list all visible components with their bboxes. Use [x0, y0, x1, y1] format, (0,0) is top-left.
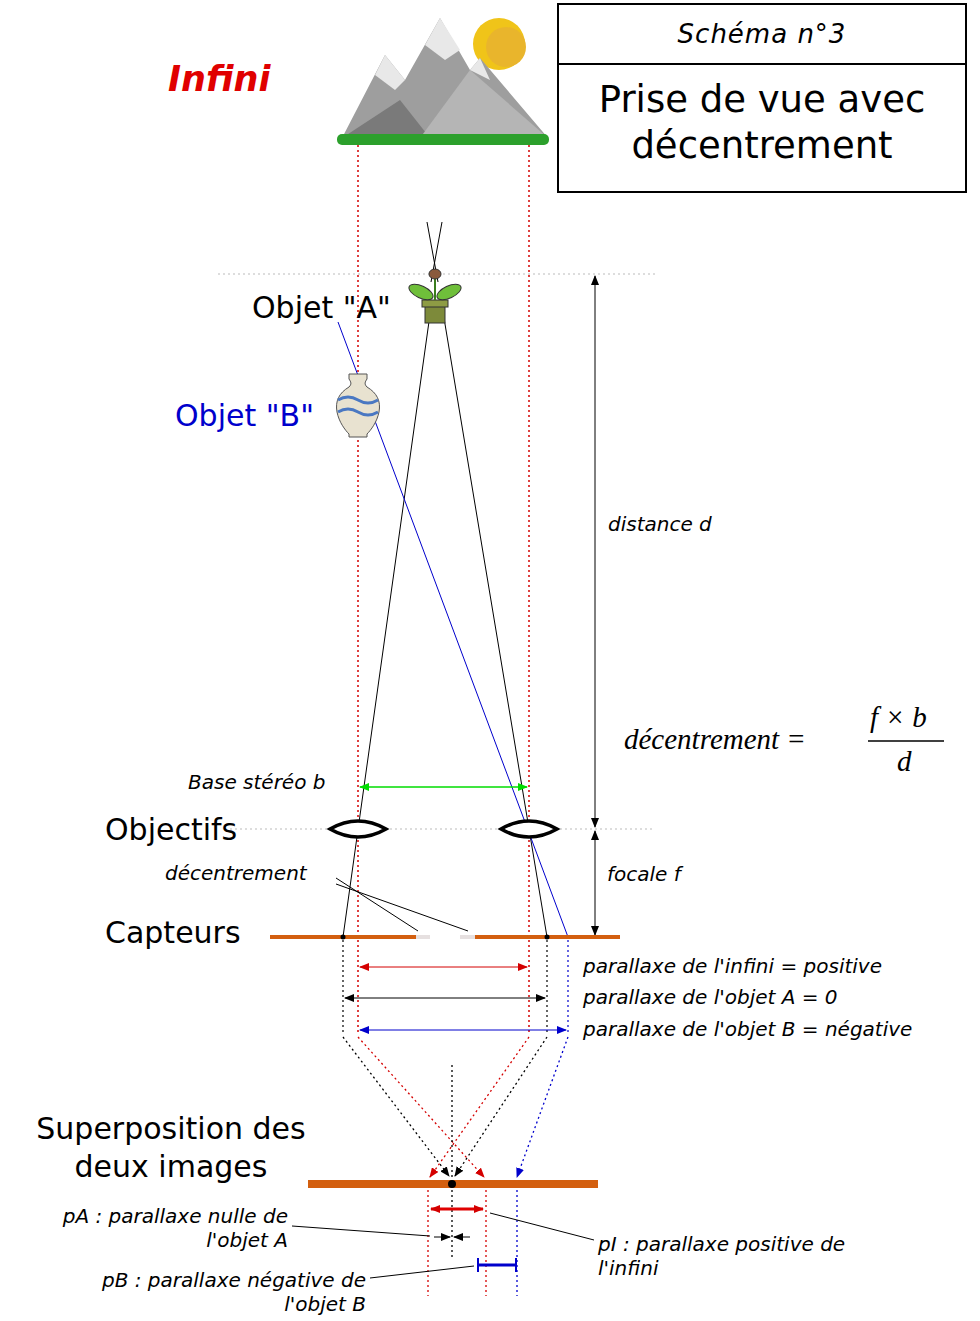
title-box: Schéma n°3Prise de vue avec décentrement — [557, 3, 967, 193]
formula-text: d — [897, 744, 912, 779]
section-label: Superposition des deux images — [8, 1110, 334, 1185]
object-label: Objet "A" — [252, 290, 391, 326]
title-text: Prise de vue avec décentrement — [559, 65, 965, 169]
callout-label: pB : parallaxe négative de l'objet B — [100, 1268, 366, 1316]
parallax-label: parallaxe de l'infini = positive — [583, 954, 882, 978]
object-label: Objet "B" — [175, 398, 314, 434]
callout-label: pA : parallaxe nulle de l'objet A — [58, 1204, 288, 1252]
part-label: Objectifs — [105, 812, 237, 848]
callout-label: décentrement — [165, 861, 307, 885]
part-label: Capteurs — [105, 915, 241, 951]
plant-icon — [407, 269, 464, 323]
schema-number: Schéma n°3 — [559, 5, 965, 65]
formula-text: f × b — [870, 700, 927, 735]
parallax-label: parallaxe de l'objet B = négative — [583, 1017, 912, 1041]
base-label: Base stéréo b — [188, 770, 325, 794]
parallax-label: parallaxe de l'objet A = 0 — [583, 985, 838, 1009]
mountain-icon — [337, 18, 549, 145]
formula-text: décentrement = — [624, 722, 806, 757]
dimension-label: distance d — [608, 512, 712, 536]
infinity-label: Infini — [168, 58, 270, 100]
callout-label: pI : parallaxe positive de l'infini — [598, 1232, 898, 1280]
lens-symbol — [330, 821, 557, 837]
vase-icon — [337, 374, 380, 437]
dimension-label: focale f — [607, 862, 681, 886]
